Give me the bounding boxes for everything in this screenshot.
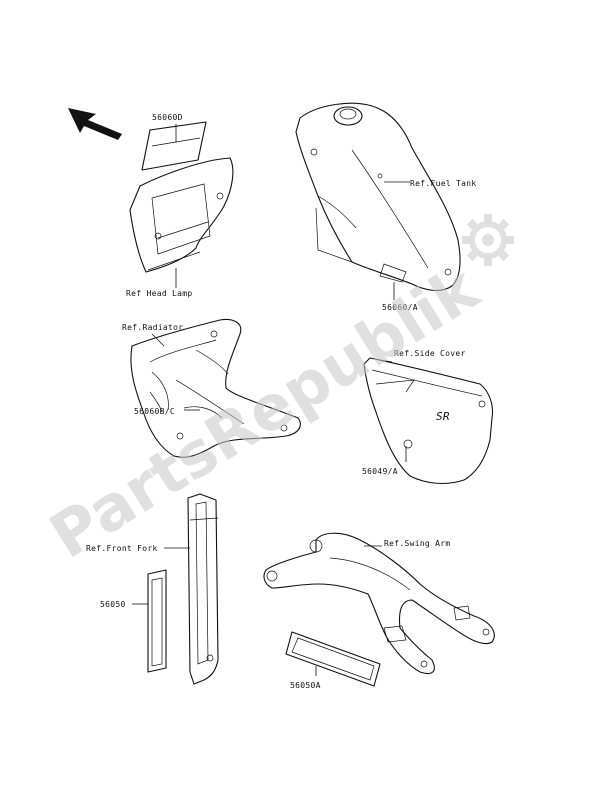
label-ref-front-fork: Ref.Front Fork bbox=[86, 544, 158, 553]
swing-arm bbox=[263, 532, 495, 675]
front-fork-decal bbox=[147, 569, 167, 673]
label-ref-side-cover: Ref.Side Cover bbox=[394, 349, 466, 358]
head-lamp-cover bbox=[129, 157, 234, 273]
label-56060d: 56060D bbox=[152, 113, 183, 122]
radiator-shroud bbox=[130, 318, 301, 458]
label-56050: 56050 bbox=[100, 600, 126, 609]
label-56060a: 56060/A bbox=[382, 303, 418, 312]
swing-arm-decal bbox=[285, 631, 381, 687]
label-56049a: 56049/A bbox=[362, 467, 398, 476]
label-56050a: 56050A bbox=[290, 681, 321, 690]
side-cover: SR bbox=[363, 357, 494, 485]
label-ref-fuel-tank: Ref.Fuel Tank bbox=[410, 179, 477, 188]
gear-icon bbox=[462, 214, 514, 266]
front-fork-guard bbox=[187, 493, 219, 685]
fuel-tank bbox=[295, 102, 461, 292]
side-cover-logo: SR bbox=[436, 410, 450, 423]
arrow-up-left-icon bbox=[68, 108, 122, 140]
label-ref-swing-arm: Ref.Swing Arm bbox=[384, 539, 451, 548]
label-ref-head-lamp: Ref Head Lamp bbox=[126, 289, 193, 298]
head-lamp-decal bbox=[141, 121, 207, 171]
label-ref-radiator: Ref.Radiator bbox=[122, 323, 183, 332]
label-56060bc: 56060B/C bbox=[134, 407, 175, 416]
